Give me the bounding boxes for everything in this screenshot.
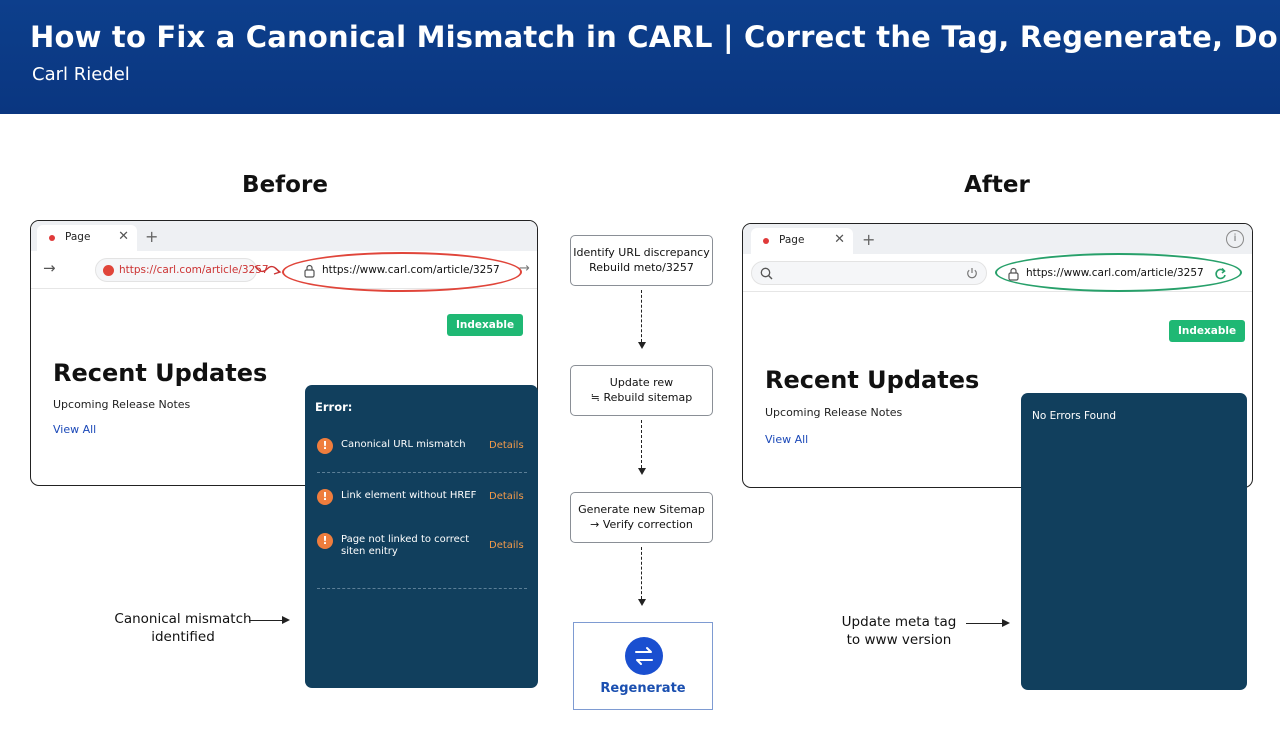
before-url-bar[interactable]: https://carl.com/article/3257 [95, 258, 269, 282]
mismatch-highlight-oval [282, 252, 522, 292]
recent-updates-heading: Recent Updates [53, 359, 268, 387]
recent-updates-heading: Recent Updates [765, 366, 980, 394]
caption-arrow-head-icon [1002, 619, 1010, 627]
before-tab-label: Page [65, 231, 91, 243]
error-divider [317, 588, 527, 589]
after-tab-label: Page [779, 234, 805, 246]
squiggle-arrow-icon [254, 265, 282, 275]
caption-arrow-line [249, 620, 283, 621]
caption-arrow-line [966, 623, 1003, 624]
new-tab-plus-icon[interactable]: + [145, 227, 159, 246]
flow-arrow-head-icon [638, 342, 646, 349]
view-all-link[interactable]: View All [765, 433, 809, 446]
details-link[interactable]: Details [489, 540, 524, 551]
flow-arrow-head-icon [638, 468, 646, 475]
close-icon[interactable]: ✕ [118, 229, 129, 244]
no-errors-message: No Errors Found [1032, 410, 1117, 422]
forward-arrow-icon[interactable]: → [43, 259, 56, 277]
details-link[interactable]: Details [489, 491, 524, 502]
before-caption: Canonical mismatch identified [114, 611, 252, 645]
record-dot-icon [763, 238, 769, 244]
step-line: Identify URL discrepancy [573, 246, 710, 259]
before-tab[interactable]: Page ✕ [37, 225, 137, 251]
step-line: → Verify correction [590, 518, 693, 531]
before-tab-bar: Page ✕ + [31, 221, 537, 251]
step-identify-discrepancy: Identify URL discrepancy Rebuild meto/32… [570, 235, 713, 286]
after-search-bar[interactable] [751, 261, 987, 285]
title-banner: How to Fix a Canonical Mismatch in CARL … [0, 0, 1280, 114]
after-heading: After [964, 172, 1030, 198]
error-item-text: Page not linked to correct siten enitry [341, 534, 470, 557]
corrected-url-highlight-oval [995, 253, 1242, 292]
indexable-badge: Indexable [447, 314, 524, 336]
before-heading: Before [242, 172, 328, 198]
step-line: ≒ Rebuild sitemap [590, 391, 693, 404]
before-url-text: https://carl.com/article/3257 [119, 264, 269, 276]
flow-arrow-head-icon [638, 599, 646, 606]
after-caption: Update meta tag to www version [841, 614, 957, 648]
indexable-badge: Indexable [1169, 320, 1246, 342]
after-tab[interactable]: Page ✕ [751, 228, 853, 254]
details-link[interactable]: Details [489, 440, 524, 451]
step-line: Update rew [609, 376, 674, 389]
error-panel: Error: ! Canonical URL mismatch Details … [305, 385, 538, 688]
flow-dashed-line [641, 420, 642, 468]
after-tab-bar: Page ✕ + i [743, 224, 1252, 254]
regenerate-swap-icon [625, 637, 663, 675]
step-generate-sitemap: Generate new Sitemap → Verify correction [570, 492, 713, 543]
record-dot-icon [49, 235, 55, 241]
page-title: How to Fix a Canonical Mismatch in CARL … [30, 20, 1280, 54]
warning-icon: ! [317, 438, 333, 454]
forward-arrow-icon[interactable]: → [519, 261, 530, 276]
error-panel-heading: Error: [315, 400, 353, 414]
flow-dashed-line [641, 290, 642, 342]
flow-dashed-line [641, 547, 642, 599]
info-icon[interactable]: i [1226, 230, 1244, 248]
regenerate-button[interactable]: Regenerate [573, 622, 713, 710]
warning-icon: ! [317, 489, 333, 505]
warning-dot-icon [103, 265, 114, 276]
error-item-text: Link element without HREF [341, 490, 477, 501]
status-panel: No Errors Found [1021, 393, 1247, 690]
close-icon[interactable]: ✕ [834, 232, 845, 247]
new-tab-plus-icon[interactable]: + [862, 230, 876, 249]
step-line: Generate new Sitemap [578, 503, 705, 516]
power-icon[interactable] [966, 267, 978, 280]
caption-arrow-head-icon [282, 616, 290, 624]
recent-updates-subtitle: Upcoming Release Notes [765, 406, 903, 419]
view-all-link[interactable]: View All [53, 423, 97, 436]
search-icon [760, 267, 773, 280]
error-item-text: Canonical URL mismatch [341, 439, 466, 450]
regenerate-label: Regenerate [600, 681, 686, 696]
step-line: Rebuild meto/3257 [589, 261, 694, 274]
error-divider [317, 472, 527, 473]
step-update-rebuild: Update rew ≒ Rebuild sitemap [570, 365, 713, 416]
recent-updates-subtitle: Upcoming Release Notes [53, 398, 191, 411]
author-name: Carl Riedel [32, 64, 130, 85]
warning-icon: ! [317, 533, 333, 549]
